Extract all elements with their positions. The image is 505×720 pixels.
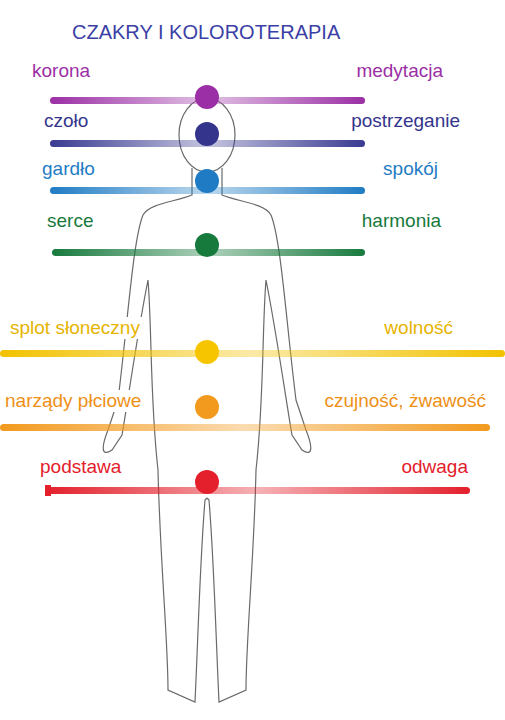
chakra-name: narządy płciowe (3, 390, 143, 412)
chakra-quality: spokój (381, 158, 440, 180)
root-dot (195, 470, 219, 494)
chakra-name: splot słoneczny (8, 317, 142, 339)
chakra-quality: postrzeganie (349, 110, 462, 132)
chakra-quality: medytacja (354, 60, 445, 82)
body-left-half (103, 168, 207, 702)
chakra-quality: harmonia (360, 210, 443, 232)
chakra-quality: odwaga (399, 456, 470, 478)
root-bar-cap (45, 485, 51, 496)
chakra-dots (195, 85, 219, 494)
chakra-name: gardło (40, 158, 97, 180)
root-bar (45, 487, 470, 494)
chakra-quality: czujność, żwawość (322, 390, 488, 412)
throat-dot (195, 169, 219, 193)
chakra-quality: wolność (382, 317, 455, 339)
head-outline (179, 98, 235, 172)
diagram-title: CZAKRY I KOLOROTERAPIA (72, 20, 340, 44)
sacral-bar (0, 424, 490, 431)
chakra-name: serce (45, 210, 95, 232)
solar-bar (0, 350, 505, 357)
solar-dot (195, 340, 219, 364)
heart-dot (195, 233, 219, 257)
chakra-name: korona (30, 60, 92, 82)
body-right-half (207, 168, 311, 702)
brow-dot (195, 122, 219, 146)
crown-dot (195, 85, 219, 109)
sacral-dot (195, 395, 219, 419)
chakra-name: podstawa (38, 456, 123, 478)
chakra-bars (0, 97, 505, 496)
chakra-name: czoło (42, 110, 90, 132)
